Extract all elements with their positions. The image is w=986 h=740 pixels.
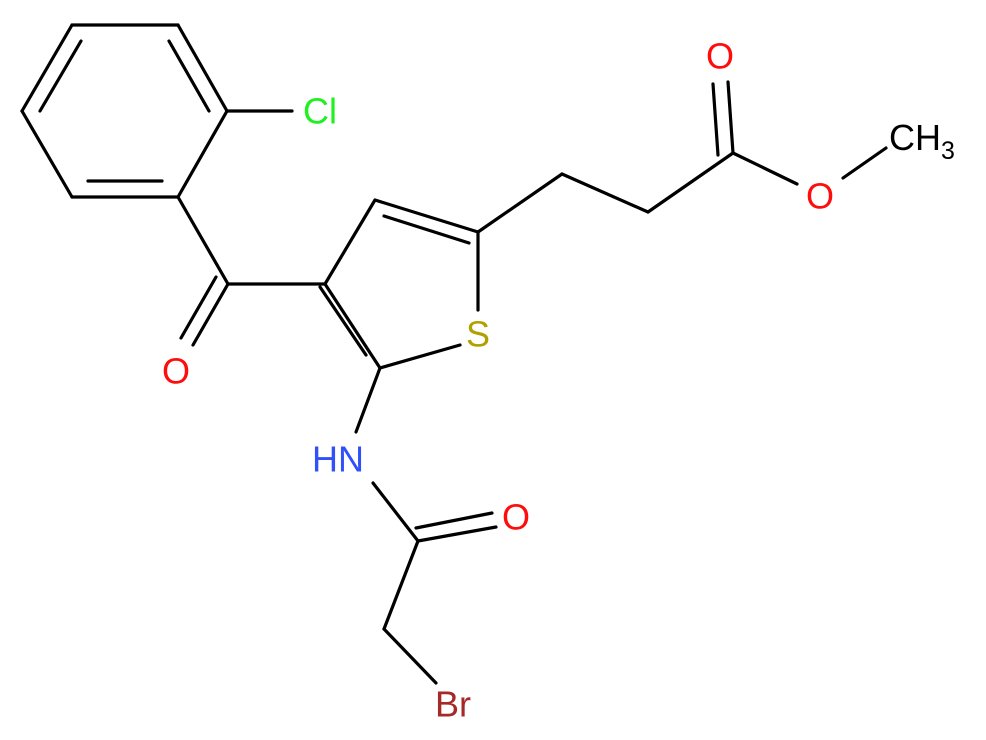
bond-nh-amide	[371, 481, 420, 543]
bond-c5-ch2	[476, 172, 564, 234]
atom-br: Br	[435, 684, 471, 725]
bond-o-methyl	[841, 146, 888, 180]
bond-benzene-5-inner	[167, 39, 211, 113]
atom-ch3-main: CH	[889, 117, 941, 158]
bond-thiophene-c2-c3	[323, 282, 382, 370]
bond-aryl-carbonyl	[176, 195, 230, 286]
atom-o-ketone: O	[162, 351, 190, 392]
atom-labels: Cl O S HN O Br O O CH3	[162, 36, 955, 725]
bond-ester-co-single	[731, 151, 799, 186]
bond-ketone-co-2	[179, 275, 218, 340]
bond-ester-co-1	[726, 80, 735, 155]
atom-o-carbonyl: O	[706, 36, 734, 77]
bond-ester-co-2	[711, 82, 720, 157]
bond-thiophene-c4-c5	[373, 198, 480, 234]
bond-benzene-6	[176, 109, 229, 199]
bond-benzene-3	[20, 23, 74, 113]
bond-benzene-5	[176, 23, 229, 113]
atom-o-ester: O	[806, 176, 834, 217]
bond-amide-ch2	[382, 539, 420, 631]
bond-ch2-br	[382, 627, 438, 685]
bond-ch2-ch2	[560, 172, 650, 214]
atom-ch3: CH3	[889, 117, 955, 166]
bond-thiophene-c3-c4	[323, 198, 377, 286]
atom-nh: HN	[312, 439, 364, 480]
bond-amide-co-1	[416, 525, 498, 543]
bond-benzene-2	[20, 109, 74, 199]
bonds	[20, 23, 888, 685]
bond-ketone-co-1	[191, 282, 230, 347]
atom-o-amide: O	[502, 497, 530, 538]
bond-thiophene-s-c2	[378, 343, 462, 370]
bond-c2-nh	[354, 366, 382, 434]
bond-thiophene-c2-c3-inner	[318, 285, 368, 357]
atom-cl: Cl	[303, 91, 337, 132]
bond-ch2-ester	[646, 151, 735, 214]
atom-s: S	[466, 314, 490, 355]
bond-benzene-3-inner	[38, 39, 83, 113]
bond-thiophene-c4-c5-inner	[382, 214, 471, 245]
atom-ch3-subscript: 3	[941, 137, 955, 165]
bond-amide-co-2	[414, 511, 494, 530]
